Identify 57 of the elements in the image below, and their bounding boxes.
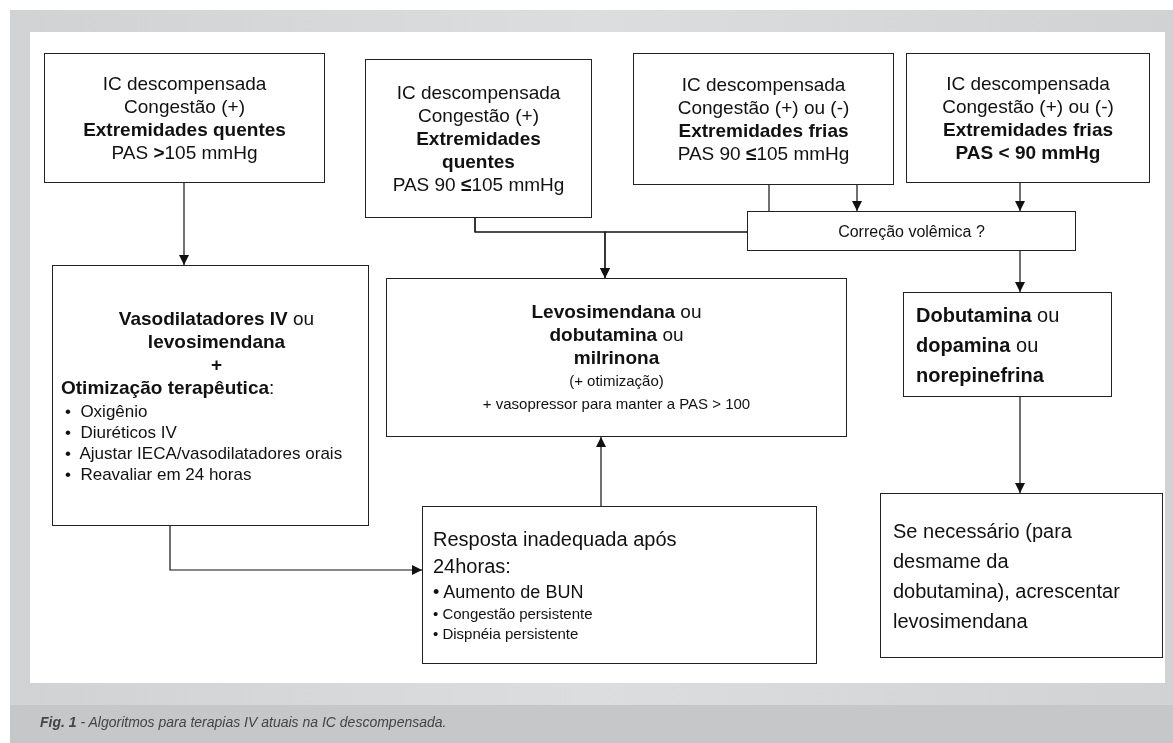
process-box: [44, 53, 325, 183]
box-text: Congestão (+): [123, 95, 246, 118]
box-text: Vasodilatadores IV ou levosimendana: [117, 306, 316, 353]
box-text: (+ otimização): [568, 371, 665, 391]
list-item: • Aumento de BUN: [433, 581, 585, 604]
arrow: [1015, 250, 1025, 293]
box-text: Extremidades frias: [942, 118, 1114, 141]
process-box: [880, 493, 1163, 658]
box-text: PAS >105 mmHg: [110, 141, 259, 164]
arrow: [596, 436, 606, 507]
box-text: Congestão (+) ou (-): [941, 95, 1115, 118]
box-text: Se necessário (para desmame da dobutamina), acrescentar levosimendana: [893, 518, 1121, 634]
box-text: PAS 90 ≤105 mmHg: [391, 173, 566, 196]
box-text: Extremidades frias: [677, 119, 850, 142]
arrow: [1015, 396, 1025, 494]
box-text: IC descompensada: [101, 72, 268, 95]
process-box: [52, 265, 369, 526]
box-text: Dobutamina ou: [916, 302, 1061, 328]
box-text: PAS < 90 mmHg: [954, 141, 1102, 164]
arrow: [1015, 182, 1025, 212]
arrow: [169, 525, 423, 575]
list-item: • Diuréticos IV: [65, 421, 178, 443]
process-box: [422, 506, 817, 664]
box-text: Congestão (+): [417, 104, 540, 127]
box-text: + vasopressor para manter a PAS > 100: [481, 394, 752, 414]
arrow: [179, 182, 189, 266]
box-text: norepinefrina: [916, 362, 1045, 388]
list-item: • Dispnéia persistente: [433, 624, 580, 644]
box-text: milrinona: [572, 346, 661, 369]
process-box: [365, 59, 592, 218]
box-text: dobutamina ou: [548, 323, 685, 346]
figure-caption: Fig. 1 - Algoritmos para terapias IV atuais na IC descompensada.: [40, 714, 447, 730]
box-text: IC descompensada: [395, 81, 562, 104]
box-text: PAS 90 ≤105 mmHg: [676, 142, 851, 165]
box-text: +: [209, 352, 224, 376]
box-text: Correção volêmica ?: [837, 221, 986, 242]
connector-line: [768, 184, 770, 212]
process-box: [906, 53, 1150, 183]
process-box: [633, 53, 894, 185]
process-box: [903, 292, 1112, 397]
box-text: Levosimendana ou: [530, 300, 703, 323]
box-text: dopamina ou: [916, 332, 1040, 358]
box-text: IC descompensada: [680, 73, 847, 96]
arrow: [600, 231, 748, 279]
box-text: Congestão (+) ou (-): [676, 96, 851, 119]
list-item: • Congestão persistente: [433, 604, 594, 624]
decision-box: [747, 211, 1076, 251]
box-text: Resposta inadequada após 24horas:: [433, 527, 678, 579]
list-item: • Oxigênio: [65, 400, 149, 422]
list-item: • Ajustar IECA/vasodilatadores orais: [65, 442, 344, 464]
box-text: Extremidades quentes: [415, 127, 542, 173]
process-box: [386, 278, 847, 437]
list-item: • Reavaliar em 24 horas: [65, 463, 253, 485]
box-text: Otimização terapêutica:: [61, 375, 276, 399]
box-text: Extremidades quentes: [82, 118, 287, 141]
arrow: [852, 184, 862, 212]
box-text: IC descompensada: [945, 72, 1111, 95]
